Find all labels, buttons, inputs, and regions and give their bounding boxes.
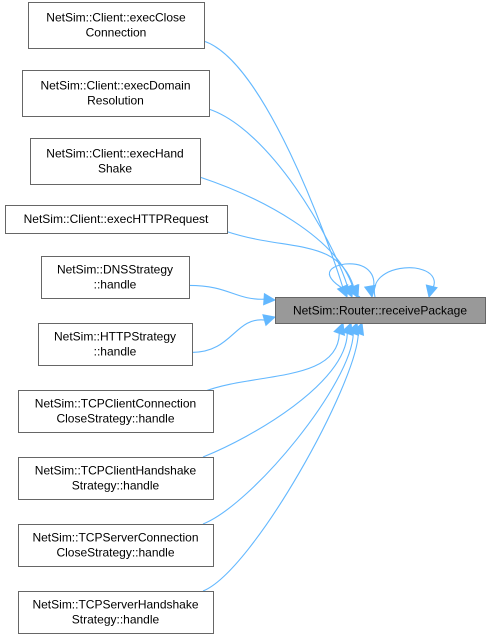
node-label-line: NetSim::Client::execDomain [40,79,190,93]
node-box [18,524,214,567]
node-label-line: NetSim::HTTPStrategy [54,330,176,344]
node-router-receive-package[interactable]: NetSim::Router::receivePackage [275,297,486,324]
node-label-line: Connection [86,26,147,40]
edge-tcp-server-handshake-handle [202,333,359,592]
node-exec-http-request[interactable]: NetSim::Client::execHTTPRequest [5,205,228,234]
node-dns-strategy-handle[interactable]: NetSim::DNSStrategy::handle [41,256,190,299]
edge-exec-http-request [226,231,355,288]
edge-arrowhead [262,314,277,327]
node-label-line: NetSim::TCPServerConnection [32,531,198,545]
edge-tcp-client-handshake-handle [202,333,348,458]
node-label-line: NetSim::Client::execClose [46,11,186,25]
self-loop-arrowhead [425,284,438,299]
target-node-label: NetSim::Router::receivePackage [293,304,467,318]
node-label-line: NetSim::Client::execHTTPRequest [24,212,209,226]
node-label-line: CloseStrategy::handle [56,412,174,426]
edge-http-strategy-handle [191,319,265,353]
node-label-line: Shake [98,162,132,176]
node-box [22,70,210,117]
node-box [38,323,193,366]
node-label-line: Strategy::handle [72,613,160,627]
node-label-line: ::handle [94,345,137,359]
node-label-line: Resolution [87,94,144,108]
node-tcp-client-connection-close-handle[interactable]: NetSim::TCPClientConnectionCloseStrategy… [18,390,214,433]
edge-exec-domain-resolution [208,108,349,288]
node-box [41,256,190,299]
edge-tcp-server-connection-close-handle [202,333,354,525]
node-tcp-server-handshake-handle[interactable]: NetSim::TCPServerHandshakeStrategy::hand… [18,591,214,634]
node-box [30,138,201,185]
edge-exec-close-connection [203,40,344,288]
node-label-line: NetSim::TCPServerHandshake [32,598,198,612]
node-tcp-server-connection-close-handle[interactable]: NetSim::TCPServerConnectionCloseStrategy… [18,524,214,567]
edge-dns-strategy-handle [188,284,265,300]
edge-arrowhead [263,292,277,306]
self-loop-edge [373,267,435,298]
edge-arrowhead [347,283,360,299]
node-label-line: NetSim::DNSStrategy [57,263,173,277]
node-label-line: ::handle [94,278,137,292]
edge-tcp-client-connection-close-handle [202,333,340,393]
node-tcp-client-handshake-handle[interactable]: NetSim::TCPClientHandshakeStrategy::hand… [18,457,214,500]
edges-layer [188,40,438,592]
node-label-line: Strategy::handle [72,479,160,493]
edge-arrowhead [352,321,365,336]
nodes-layer: NetSim::Client::execCloseConnectionNetSi… [5,2,486,634]
node-box [28,2,205,49]
node-label-line: NetSim::TCPClientHandshake [35,464,197,478]
node-label-line: NetSim::TCPClientConnection [35,397,196,411]
node-label-line: NetSim::Client::execHand [46,147,183,161]
node-box [18,390,214,433]
node-box [18,591,214,634]
target-node-box [275,297,486,324]
self-loop-edge [328,263,375,298]
node-box [5,205,228,234]
edge-arrowhead [333,321,346,336]
node-label-line: CloseStrategy::handle [56,546,174,560]
node-box [18,457,214,500]
node-http-strategy-handle[interactable]: NetSim::HTTPStrategy::handle [38,323,193,366]
